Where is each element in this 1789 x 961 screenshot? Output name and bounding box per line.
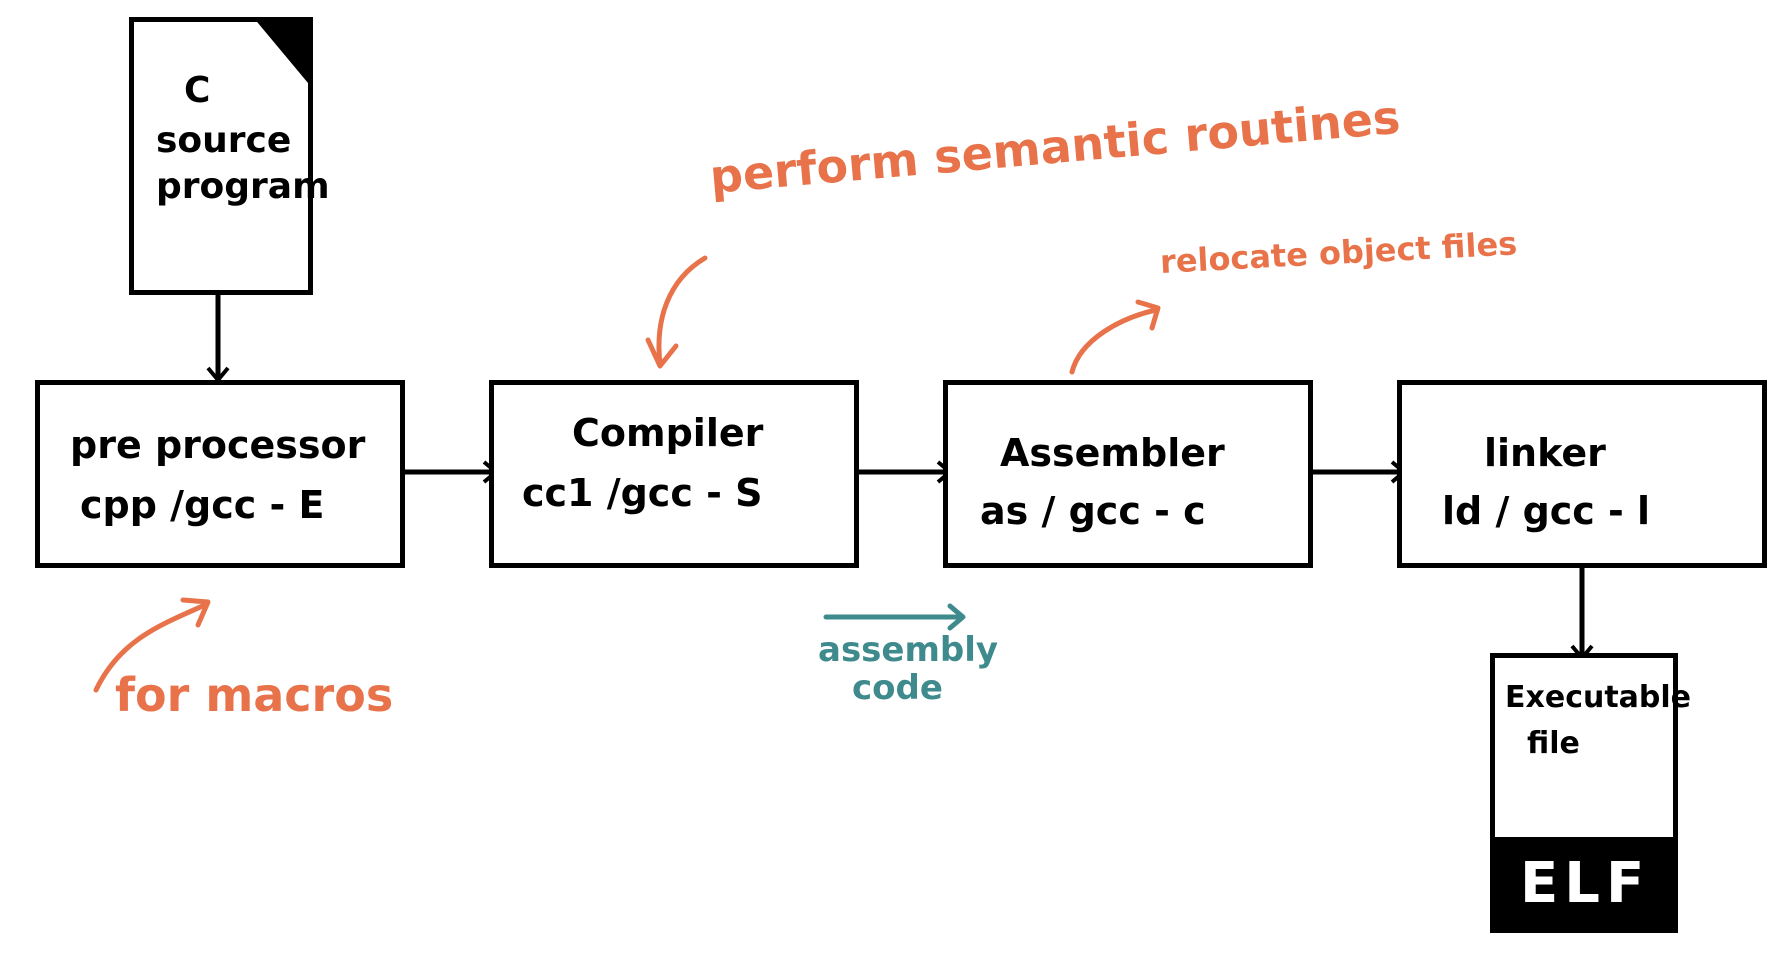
note-assembly-line1: assembly: [818, 630, 999, 670]
arrowhead-icon: [1135, 299, 1161, 331]
stage-command: cc1 /gcc - S: [522, 471, 763, 515]
stage-name: pre processor: [70, 423, 366, 467]
curved-arrow-icon: [656, 255, 708, 367]
stage-command: ld / gcc - l: [1442, 489, 1651, 533]
stage-assembler: Assembler as / gcc - c: [943, 380, 1313, 568]
executable-label-line2: file: [1527, 726, 1580, 761]
stage-linker: linker ld / gcc - l: [1397, 380, 1767, 568]
folded-corner-icon: [253, 17, 313, 89]
arrowhead-icon: [947, 603, 966, 631]
elf-band: ELF: [1490, 837, 1678, 933]
source-document: C source program: [129, 17, 330, 295]
source-label-line2: source: [156, 120, 292, 161]
stage-name: Compiler: [572, 411, 764, 455]
elf-label: ELF: [1520, 851, 1651, 916]
note-assembly-line2: code: [852, 668, 943, 708]
stage-preprocessor: pre processor cpp /gcc - E: [35, 380, 405, 568]
source-label-line1: C: [184, 70, 211, 111]
note-for-macros: for macros: [115, 668, 394, 722]
arrowhead-icon: [645, 337, 679, 369]
stage-compiler: Compiler cc1 /gcc - S: [489, 380, 859, 568]
stage-name: linker: [1484, 431, 1606, 475]
stage-name: Assembler: [1000, 431, 1225, 475]
stage-command: as / gcc - c: [980, 489, 1206, 533]
source-label-line3: program: [156, 166, 330, 207]
curved-arrow-icon: [1069, 307, 1159, 375]
executable-document: Executable file ELF: [1490, 653, 1691, 933]
executable-label-line1: Executable: [1505, 680, 1692, 715]
arrowhead-icon: [180, 597, 211, 628]
stage-command: cpp /gcc - E: [80, 483, 325, 527]
curved-arrow-icon: [93, 602, 208, 693]
